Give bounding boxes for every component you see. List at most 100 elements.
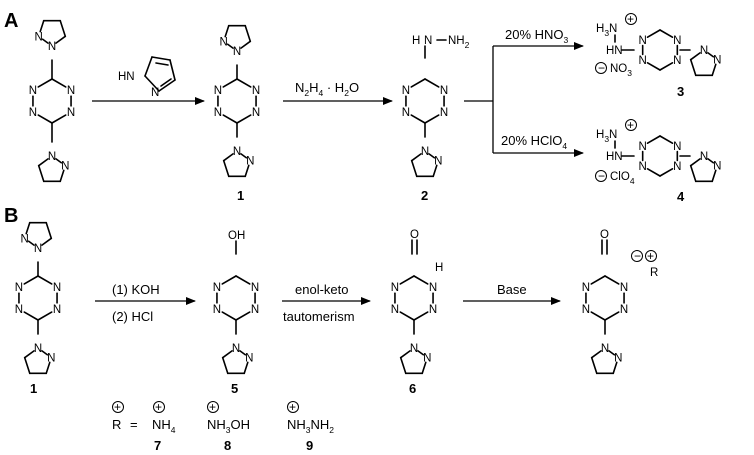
atom-label: N	[48, 41, 56, 53]
atom-label: N	[151, 87, 159, 99]
compound-label-7: 7	[154, 438, 161, 453]
atom-label: N	[67, 107, 75, 119]
compound-label-1b: 1	[30, 381, 37, 396]
counterion-perchlorate: ClO4	[610, 171, 635, 186]
molecule-drawings: NNNNNNNNNNNNNNNNNNNNNNNNNNNNNNNNNNNNNNNN…	[15, 19, 721, 375]
atom-label: N	[434, 156, 442, 168]
plus-charge: +	[627, 12, 634, 26]
svg-text:+: +	[155, 400, 162, 414]
compound-label-1: 1	[237, 188, 244, 203]
atom-label: NH2	[448, 35, 470, 50]
atom-label: N	[673, 55, 681, 67]
atom-label: N	[673, 161, 681, 173]
atom-label: N	[391, 304, 399, 316]
atom-label: N	[614, 353, 622, 365]
atom-label: N	[639, 161, 647, 173]
hydrazinium-group-3: H3N HN + − NO3	[595, 12, 637, 78]
compound-label-5: 5	[231, 381, 238, 396]
atom-label: H3N	[596, 129, 617, 144]
atom-label: N	[29, 85, 37, 97]
hydrazinyl-group: H N NH2	[412, 35, 470, 59]
atom-label: N	[252, 85, 260, 97]
atom-label: N	[15, 304, 23, 316]
atom-label: N	[402, 85, 410, 97]
label-tautomerism: tautomerism	[283, 309, 355, 324]
legend-equals: =	[130, 417, 138, 432]
atom-label: N	[700, 45, 708, 57]
reagent-hydrazine: N2H4 · H2O	[295, 80, 359, 98]
svg-text:+: +	[209, 400, 216, 414]
atom-label: O	[410, 229, 419, 241]
atom-label: N	[639, 141, 647, 153]
atom-label: O	[600, 229, 609, 241]
atom-label: N	[713, 161, 721, 173]
legend-r: R	[112, 417, 121, 432]
atom-label: N	[673, 35, 681, 47]
atom-label: N	[34, 343, 42, 355]
atom-label: H	[412, 35, 420, 47]
atom-label: N	[639, 55, 647, 67]
atom-label: H	[435, 262, 443, 274]
legend-nh4: NH4	[152, 417, 176, 435]
reagent-hno3: 20% HNO3	[505, 27, 569, 45]
atom-label: H3N	[596, 23, 617, 38]
atom-label: N	[582, 304, 590, 316]
atom-label: N	[47, 353, 55, 365]
compound-label-2: 2	[421, 188, 428, 203]
minus-charge: −	[598, 61, 605, 75]
atom-label: N	[35, 31, 43, 43]
atom-label: N	[67, 85, 75, 97]
atom-label: N	[601, 343, 609, 355]
compound-label-8: 8	[224, 438, 231, 453]
atom-label: N	[713, 55, 721, 67]
legend-nh3nh2: NH3NH2	[287, 417, 334, 435]
atom-label: N	[213, 304, 221, 316]
atom-label: N	[232, 343, 240, 355]
atom-label: N	[233, 146, 241, 158]
atom-label: N	[233, 46, 241, 58]
atom-label: N	[214, 107, 222, 119]
atom-label: HN	[606, 45, 623, 57]
atom-label: N	[421, 146, 429, 158]
legend-nh3oh: NH3OH	[207, 417, 250, 435]
svg-text:+: +	[289, 400, 296, 414]
compound-label-3: 3	[677, 84, 684, 99]
minus-charge: −	[634, 249, 641, 263]
atom-label: HN	[118, 71, 135, 83]
atom-label: OH	[228, 230, 245, 242]
atom-label: N	[34, 243, 42, 255]
reagent-base: Base	[497, 282, 527, 297]
atom-label: N	[620, 304, 628, 316]
atom-label: N	[402, 107, 410, 119]
atom-label: N	[424, 35, 432, 47]
atom-label: N	[620, 282, 628, 294]
svg-text:+: +	[114, 400, 121, 414]
atom-label: N	[246, 156, 254, 168]
minus-charge: −	[598, 169, 605, 183]
plus-charge: +	[627, 118, 634, 132]
atom-label: N	[15, 282, 23, 294]
atom-label: N	[440, 107, 448, 119]
atom-label: N	[252, 107, 260, 119]
atom-label: N	[639, 35, 647, 47]
atom-label: N	[673, 141, 681, 153]
counter-cation-legend: + R = + NH4 + NH3OH + NH3NH2 7 8 9	[112, 400, 334, 453]
atom-label: N	[53, 282, 61, 294]
atom-label: N	[391, 282, 399, 294]
atom-label: N	[440, 85, 448, 97]
reagent-hcl: (2) HCl	[112, 309, 153, 324]
atom-label: N	[213, 282, 221, 294]
atom-label: N	[423, 353, 431, 365]
atom-label: N	[245, 353, 253, 365]
atom-label: N	[700, 151, 708, 163]
atom-label: HN	[606, 151, 623, 163]
compound-label-6: 6	[409, 381, 416, 396]
reagent-koh: (1) KOH	[112, 282, 160, 297]
compound-label-9: 9	[306, 438, 313, 453]
atom-label: N	[251, 282, 259, 294]
atom-label: N	[410, 343, 418, 355]
reagent-hclo4: 20% HClO4	[501, 133, 567, 151]
atom-label: N	[251, 304, 259, 316]
pyrazole-reagent: HN N	[118, 56, 176, 99]
